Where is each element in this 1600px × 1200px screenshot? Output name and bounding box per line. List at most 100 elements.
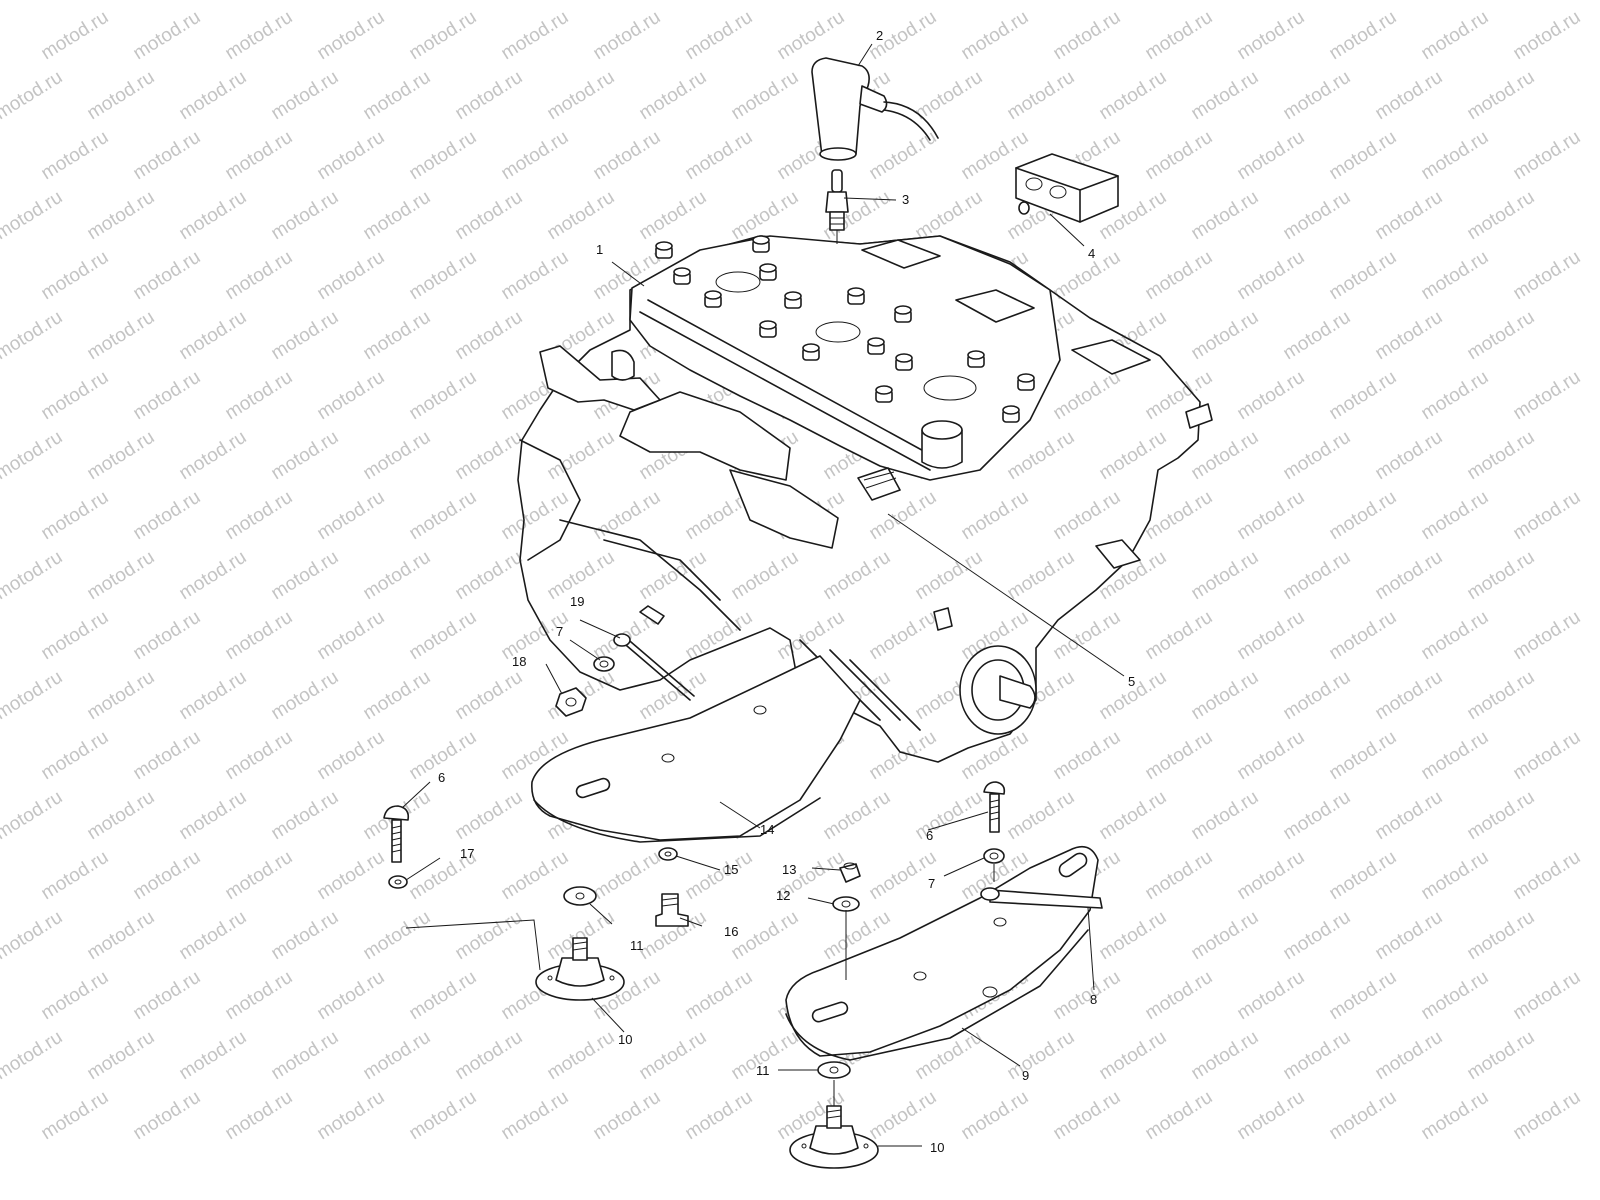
watermark-text: motod.ru xyxy=(1280,787,1355,845)
spark-plug xyxy=(825,169,849,244)
watermark-text: motod.ru xyxy=(38,127,113,185)
watermark-text: motod.ru xyxy=(1096,427,1171,485)
watermark-text: motod.ru xyxy=(130,727,205,785)
watermark-text: motod.ru xyxy=(1372,187,1447,245)
watermark-text: motod.ru xyxy=(590,7,665,65)
callout-9: 9 xyxy=(1022,1068,1029,1083)
watermark-text: motod.ru xyxy=(1418,607,1493,665)
watermark-text: motod.ru xyxy=(1510,727,1585,785)
watermark-text: motod.ru xyxy=(406,367,481,425)
watermark-text: motod.ru xyxy=(314,967,389,1025)
watermark-text: motod.ru xyxy=(314,487,389,545)
watermark-text: motod.ru xyxy=(268,547,343,605)
watermark-text: motod.ru xyxy=(1372,67,1447,125)
watermark-text: motod.ru xyxy=(0,427,66,485)
watermark-text: motod.ru xyxy=(728,547,803,605)
watermark-text: motod.ru xyxy=(958,1087,1033,1145)
watermark-text: motod.ru xyxy=(1464,667,1539,725)
callout-5: 5 xyxy=(1128,674,1135,689)
watermark-text: motod.ru xyxy=(1510,1087,1585,1145)
watermark-text: motod.ru xyxy=(314,727,389,785)
watermark-text: motod.ru xyxy=(176,307,251,365)
watermark-text: motod.ru xyxy=(0,547,66,605)
starter-boss xyxy=(959,645,1037,735)
watermark-text: motod.ru xyxy=(38,367,113,425)
watermark-text: motod.ru xyxy=(84,307,159,365)
watermark-text: motod.ru xyxy=(1326,247,1401,305)
watermark-text: motod.ru xyxy=(1234,487,1309,545)
watermark-text: motod.ru xyxy=(452,307,527,365)
callout-7-left: 7 xyxy=(556,624,563,639)
watermark-text: motod.ru xyxy=(1188,187,1263,245)
watermark-text: motod.ru xyxy=(176,787,251,845)
callout-12: 12 xyxy=(776,888,790,903)
callout-11-left: 11 xyxy=(630,938,644,953)
watermark-text: motod.ru xyxy=(912,1027,987,1085)
watermark-text: motod.ru xyxy=(1142,607,1217,665)
watermark-text: motod.ru xyxy=(130,7,205,65)
watermark-text: motod.ru xyxy=(1280,307,1355,365)
watermark-text: motod.ru xyxy=(498,7,573,65)
callout-6-right: 6 xyxy=(926,828,933,843)
watermark-text: motod.ru xyxy=(1326,127,1401,185)
watermark-text: motod.ru xyxy=(1280,907,1355,965)
watermark-text: motod.ru xyxy=(406,487,481,545)
watermark-text: motod.ru xyxy=(820,547,895,605)
watermark-text: motod.ru xyxy=(1050,1087,1125,1145)
washer-12 xyxy=(832,896,860,912)
watermark-text: motod.ru xyxy=(1234,7,1309,65)
watermark-text: motod.ru xyxy=(1418,367,1493,425)
watermark-text: motod.ru xyxy=(590,127,665,185)
watermark-text: motod.ru xyxy=(1326,367,1401,425)
watermark-text: motod.ru xyxy=(0,307,66,365)
watermark-text: motod.ru xyxy=(1188,1027,1263,1085)
watermark-text: motod.ru xyxy=(268,307,343,365)
watermark-text: motod.ru xyxy=(1510,7,1585,65)
watermark-text: motod.ru xyxy=(0,67,66,125)
watermark-text: motod.ru xyxy=(1372,427,1447,485)
watermark-text: motod.ru xyxy=(1326,1087,1401,1145)
watermark-text: motod.ru xyxy=(452,787,527,845)
watermark-text: motod.ru xyxy=(912,67,987,125)
watermark-text: motod.ru xyxy=(360,307,435,365)
watermark-text: motod.ru xyxy=(1418,247,1493,305)
callout-7-right: 7 xyxy=(928,876,935,891)
watermark-text: motod.ru xyxy=(84,187,159,245)
watermark-text: motod.ru xyxy=(1464,787,1539,845)
callout-6-left: 6 xyxy=(438,770,445,785)
watermark-text: motod.ru xyxy=(1510,127,1585,185)
watermark-text: motod.ru xyxy=(0,667,66,725)
watermark-text: motod.ru xyxy=(544,67,619,125)
watermark-text: motod.ru xyxy=(1050,487,1125,545)
watermark-text: motod.ru xyxy=(130,1087,205,1145)
watermark-text: motod.ru xyxy=(820,787,895,845)
callout-14: 14 xyxy=(760,822,774,837)
watermark-text: motod.ru xyxy=(1464,1027,1539,1085)
watermark-text: motod.ru xyxy=(590,487,665,545)
watermark-text: motod.ru xyxy=(268,1027,343,1085)
watermark-text: motod.ru xyxy=(1372,907,1447,965)
watermark-text: motod.ru xyxy=(1418,847,1493,905)
watermark-text: motod.ru xyxy=(314,607,389,665)
watermark-text: motod.ru xyxy=(1372,307,1447,365)
watermark-text: motod.ru xyxy=(1510,607,1585,665)
watermark-text: motod.ru xyxy=(130,127,205,185)
watermark-text: motod.ru xyxy=(1418,967,1493,1025)
watermark-text: motod.ru xyxy=(498,1087,573,1145)
watermark-text: motod.ru xyxy=(1096,67,1171,125)
watermark-text: motod.ru xyxy=(1234,967,1309,1025)
watermark-text: motod.ru xyxy=(1372,547,1447,605)
callout-18: 18 xyxy=(512,654,526,669)
watermark-text: motod.ru xyxy=(452,187,527,245)
callout-10-right: 10 xyxy=(930,1140,944,1155)
watermark-text: motod.ru xyxy=(1418,127,1493,185)
watermark-text: motod.ru xyxy=(1142,967,1217,1025)
watermark-text: motod.ru xyxy=(360,1027,435,1085)
watermark-text: motod.ru xyxy=(268,787,343,845)
watermark-text: motod.ru xyxy=(636,187,711,245)
callout-11-right: 11 xyxy=(756,1063,770,1078)
watermark-text: motod.ru xyxy=(1096,787,1171,845)
cylinder-head xyxy=(629,235,1061,481)
watermark-text: motod.ru xyxy=(222,847,297,905)
watermark-text: motod.ru xyxy=(314,127,389,185)
